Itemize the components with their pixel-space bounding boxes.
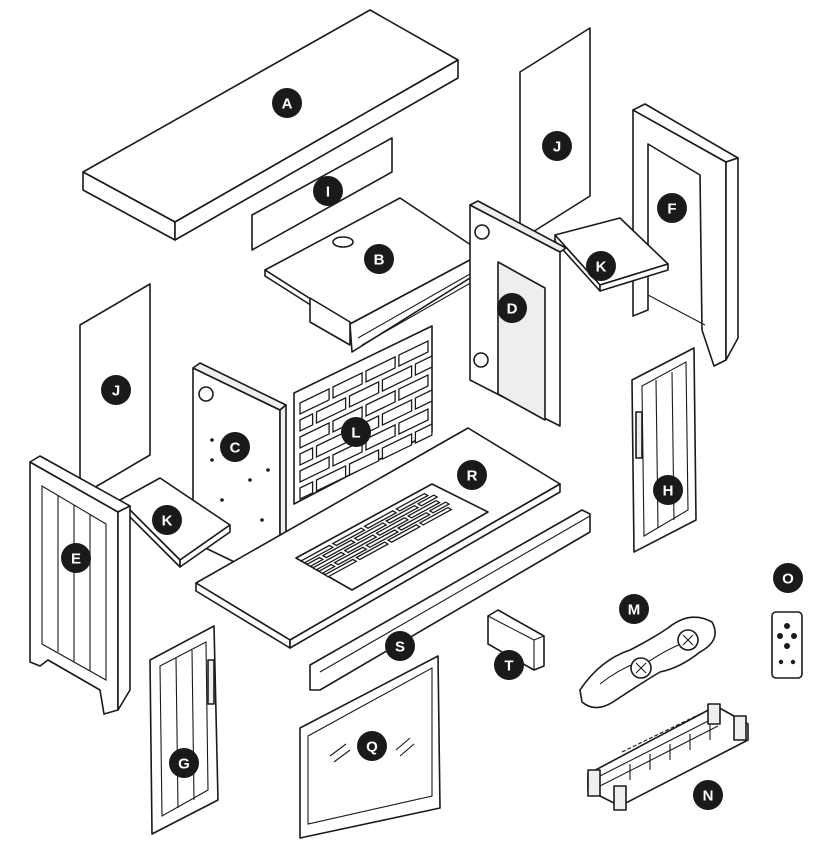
svg-text:A: A bbox=[282, 96, 293, 113]
part-h-right-door bbox=[631, 347, 697, 553]
label-k-right: K bbox=[586, 251, 616, 281]
label-r: R bbox=[457, 460, 487, 490]
part-o-remote bbox=[771, 611, 803, 679]
label-a: A bbox=[272, 88, 302, 118]
svg-text:K: K bbox=[162, 513, 173, 530]
svg-text:I: I bbox=[326, 184, 330, 201]
part-a-top-board bbox=[82, 9, 459, 241]
svg-text:Q: Q bbox=[366, 739, 378, 756]
svg-text:T: T bbox=[504, 658, 513, 675]
svg-text:E: E bbox=[71, 551, 81, 568]
label-t: T bbox=[494, 650, 524, 680]
label-j-right: J bbox=[542, 131, 572, 161]
svg-text:C: C bbox=[230, 440, 241, 457]
label-k-left: K bbox=[152, 505, 182, 535]
part-g-left-door bbox=[149, 625, 219, 835]
svg-text:R: R bbox=[467, 468, 478, 485]
svg-text:F: F bbox=[667, 201, 676, 218]
label-d: D bbox=[497, 293, 527, 323]
label-o: O bbox=[773, 563, 803, 593]
svg-text:B: B bbox=[374, 252, 385, 269]
part-m-log-set bbox=[579, 616, 716, 709]
label-n: N bbox=[693, 780, 723, 810]
part-f-right-side-frame bbox=[632, 103, 739, 367]
svg-text:K: K bbox=[596, 259, 607, 276]
svg-text:S: S bbox=[395, 639, 405, 656]
label-s: S bbox=[385, 631, 415, 661]
svg-text:O: O bbox=[782, 571, 794, 588]
label-b: B bbox=[364, 244, 394, 274]
label-e: E bbox=[61, 543, 91, 573]
part-r-base bbox=[195, 427, 561, 649]
label-i: I bbox=[313, 176, 343, 206]
label-q: Q bbox=[357, 731, 387, 761]
label-h: H bbox=[653, 475, 683, 505]
label-m: M bbox=[619, 594, 649, 624]
label-f: F bbox=[657, 193, 687, 223]
part-t-block bbox=[487, 609, 545, 671]
part-s-rail bbox=[309, 509, 591, 691]
part-e-left-side-frame bbox=[29, 455, 131, 715]
label-c: C bbox=[220, 432, 250, 462]
svg-text:J: J bbox=[112, 383, 120, 400]
svg-text:N: N bbox=[703, 788, 714, 805]
svg-text:H: H bbox=[663, 483, 674, 500]
svg-text:D: D bbox=[507, 301, 518, 318]
part-l-brick-wall bbox=[293, 325, 433, 505]
part-n-log-grate bbox=[587, 703, 749, 811]
label-l: L bbox=[341, 417, 371, 447]
label-g: G bbox=[169, 748, 199, 778]
label-j-left: J bbox=[101, 375, 131, 405]
svg-text:G: G bbox=[178, 756, 190, 773]
svg-text:J: J bbox=[553, 139, 561, 156]
svg-text:L: L bbox=[351, 425, 360, 442]
part-k-right-shelf bbox=[554, 217, 669, 292]
svg-text:M: M bbox=[628, 602, 641, 619]
